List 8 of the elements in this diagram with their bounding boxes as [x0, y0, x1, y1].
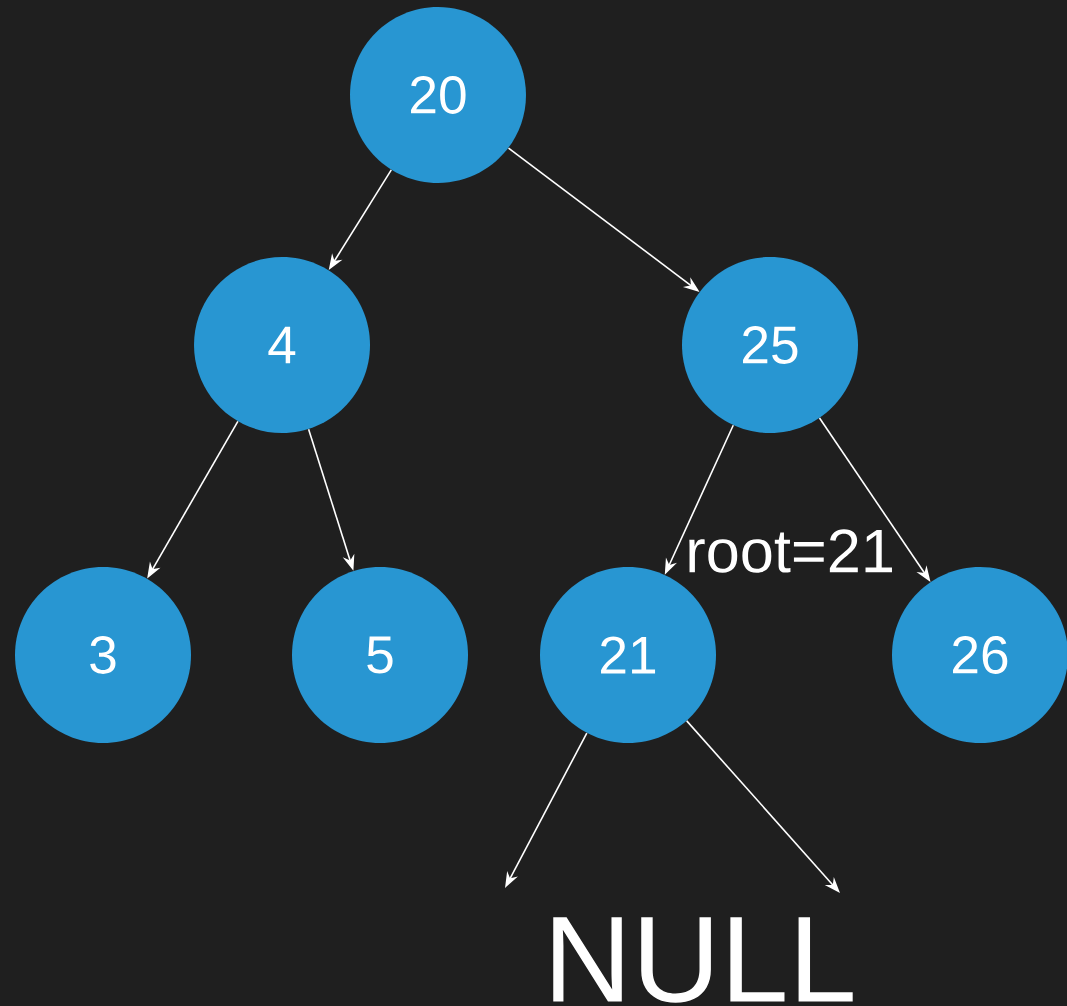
tree-node: 25 — [682, 257, 858, 433]
null-label: NULL — [553, 917, 853, 1003]
tree-node: 4 — [194, 257, 370, 433]
arrow — [685, 720, 840, 893]
tree-node: 3 — [15, 567, 191, 743]
tree-node: 26 — [892, 567, 1067, 743]
tree-node: 5 — [292, 567, 468, 743]
tree-node: 20 — [350, 7, 526, 183]
